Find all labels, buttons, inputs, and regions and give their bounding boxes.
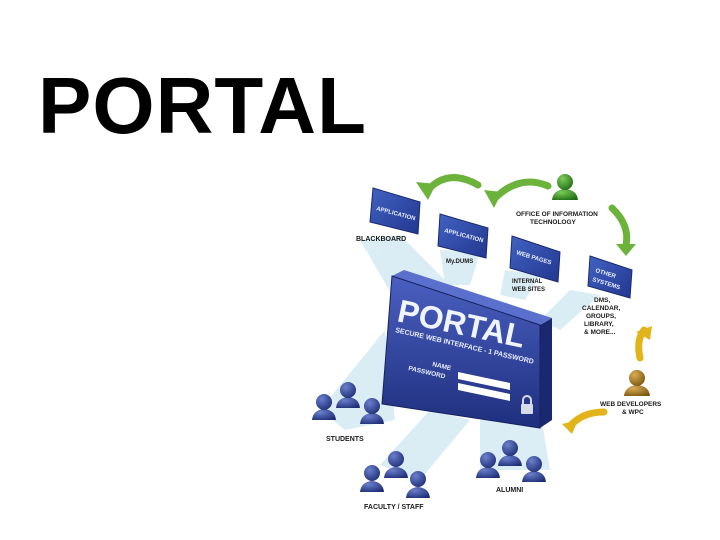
arrowhead-left-icon	[562, 420, 578, 434]
portal-name-label: NAME	[432, 361, 453, 372]
page-title: PORTAL	[38, 61, 367, 150]
portal-box-side	[540, 318, 552, 428]
arrowhead-other-icon	[616, 244, 636, 256]
other-list-item: & MORE...	[584, 329, 616, 336]
alumni-label: ALUMNI	[496, 487, 523, 494]
faculty-group-icon	[360, 451, 430, 498]
other-list-item: GROUPS,	[586, 313, 616, 320]
arrow-to-blackboard	[424, 174, 482, 194]
portal-box-face	[381, 275, 541, 429]
students-group-icon	[312, 382, 384, 424]
card-other-systems: OTHER SYSTEMS	[587, 255, 633, 299]
lock-icon	[521, 395, 533, 414]
card-internal: WEB PAGES INTERNAL WEB SITES	[509, 235, 561, 293]
faculty-label: FACULTY / STAFF	[364, 504, 424, 511]
label-internal-1: INTERNAL	[512, 279, 543, 285]
portal-box-top	[392, 270, 552, 325]
other-list-item: CALENDAR,	[582, 305, 620, 312]
other-list-item: DMS,	[594, 297, 610, 304]
beam-mydums	[440, 250, 480, 285]
arrow-to-other	[608, 204, 631, 249]
card-blackboard: APPLICATION BLACKBOARD	[356, 187, 421, 243]
webdev-label-1: WEB DEVELOPERS	[600, 401, 662, 408]
oit-label-1: OFFICE OF INFORMATION	[516, 211, 598, 218]
oit-label-2: TECHNOLOGY	[530, 219, 577, 226]
password-field	[458, 383, 510, 401]
arrowhead-mydums-icon	[484, 190, 502, 208]
card-mydums: APPLICATION My.DUMS	[437, 213, 489, 265]
web-developer-person-icon	[624, 370, 650, 396]
label-blackboard: BLACKBOARD	[356, 236, 406, 243]
other-list-item: LIBRARY,	[584, 321, 614, 328]
label-mydums: My.DUMS	[446, 259, 473, 265]
name-field	[458, 372, 510, 390]
arrowhead-blackboard-icon	[416, 182, 436, 200]
beam-other	[540, 290, 600, 330]
other-systems-list: DMS, CALENDAR, GROUPS, LIBRARY, & MORE..…	[582, 297, 620, 336]
arrowhead-up-icon	[636, 326, 652, 340]
alumni-group-icon	[476, 440, 546, 482]
beam-internal	[500, 270, 540, 300]
oit-person-icon	[552, 174, 578, 200]
portal-box: PORTAL SECURE WEB INTERFACE - 1 PASSWORD…	[381, 270, 552, 429]
arrow-to-mydums	[491, 178, 552, 202]
students-label: STUDENTS	[326, 436, 364, 443]
label-internal-2: WEB SITES	[512, 287, 545, 293]
webdev-label-2: & WPC	[622, 409, 644, 416]
